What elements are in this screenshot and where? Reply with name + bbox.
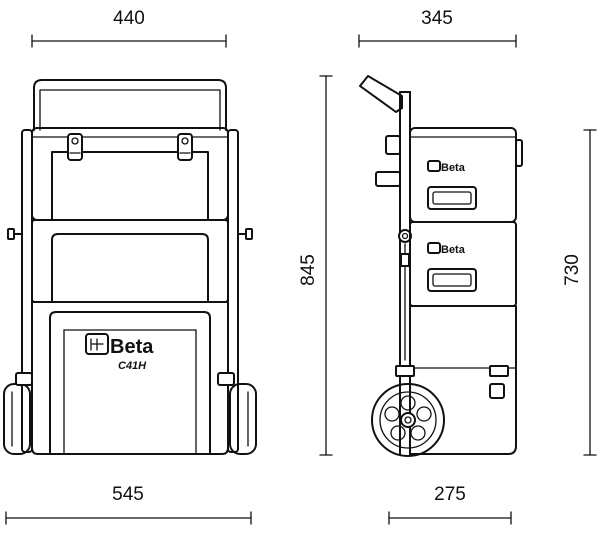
front-wheel-right [217,372,257,455]
side-top-handle-slot [427,186,477,210]
latch-left-icon [67,133,83,161]
dimension-front-bottom-width: 545 [5,484,252,525]
dimension-label-545: 545 [112,484,144,505]
dimension-side-height: 730 [562,129,597,456]
front-middle-case [31,219,229,303]
front-handle [33,79,227,131]
side-middle-beta-badge-icon: Beta [427,242,466,256]
dimension-label-275: 275 [434,484,466,505]
side-bottom-case [409,305,517,455]
dimension-side-bottom-depth: 275 [388,484,512,525]
dimension-side-top-depth: 345 [358,8,517,48]
front-wheel-left [3,372,33,455]
side-top-beta-badge-icon: Beta [427,160,466,174]
side-wheel [371,383,445,457]
side-middle-logo-text: Beta [441,244,466,256]
front-view: Beta C41H [3,79,257,455]
side-top-logo-text: Beta [441,162,466,174]
dimension-label-345: 345 [421,8,453,29]
front-model-mark: C41H [118,360,147,372]
dimension-front-top-width: 440 [31,8,227,48]
front-bottom-case [31,301,229,455]
side-handle-grip [359,75,403,113]
side-middle-handle-slot [427,268,477,292]
side-middle-case [409,221,517,307]
dimension-label-440: 440 [113,8,145,29]
front-beta-logo-icon [85,333,109,355]
side-knob-right-icon [237,228,253,240]
front-logo-text: Beta [110,336,154,358]
latch-right-icon [177,133,193,161]
dimension-label-730: 730 [562,254,583,286]
side-knob-left-icon [7,228,23,240]
dimension-front-height: 845 [298,75,333,456]
side-handle-bracket [375,171,401,187]
side-view: Beta Beta [359,75,523,457]
front-top-case [31,127,229,221]
dimension-label-845: 845 [298,254,319,286]
side-top-case [409,127,517,223]
